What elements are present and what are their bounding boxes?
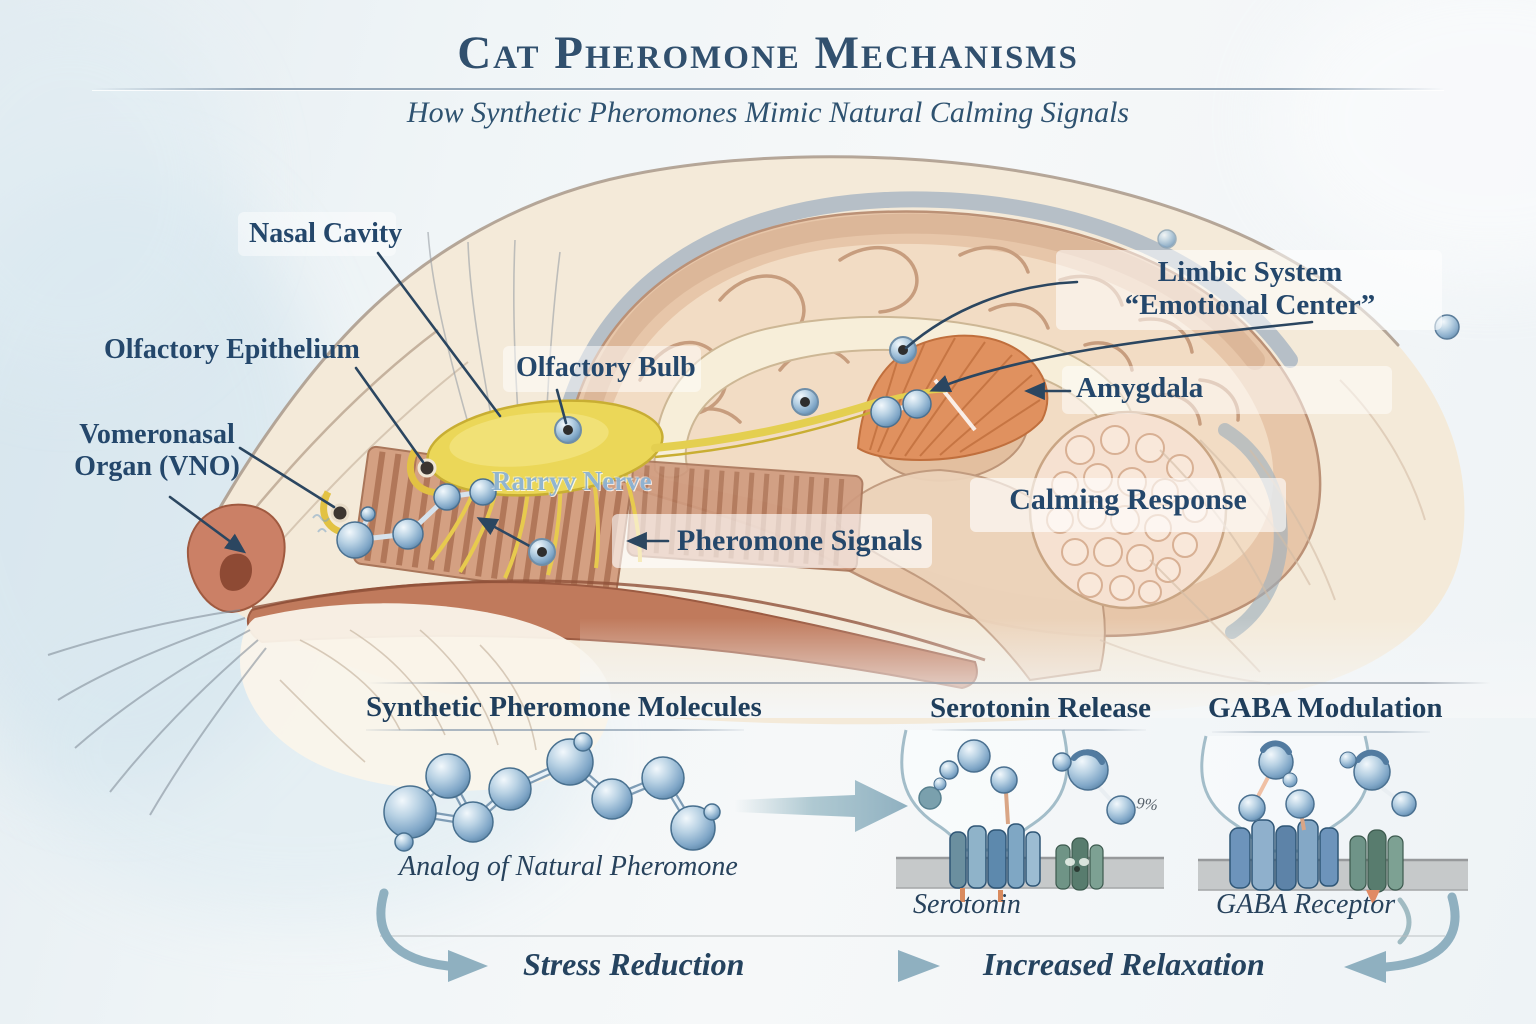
leader-limbic-system [904,280,1079,350]
pheromone-molecule-chain [312,478,536,559]
caption-gaba-receptor: GABA Receptor [1216,889,1396,920]
label-pheromone-signals: Pheromone Signals [677,524,923,557]
underline-gaba [1212,731,1430,733]
label-vno-line1: Vomeronasal [79,419,235,450]
serotonin-receptor [949,823,1041,889]
label-limbic-line2: “Emotional Center” [1124,289,1376,322]
heading-synthetic-molecules: Synthetic Pheromone Molecules [366,691,762,723]
section-divider [368,682,1490,684]
underline-synthetic-molecules [366,729,744,731]
transporter-protein-green [1055,837,1104,891]
signal-pathway-nodes [330,229,1460,566]
molecule-to-synapse-arrow [735,780,908,832]
leader-nasal-cavity [376,251,502,418]
curved-arrow-left [376,888,453,971]
gaba-molecules [1238,740,1417,831]
leader-amygdala-curve [929,320,1314,392]
label-nasal-cavity: Nasal Cavity [249,218,403,249]
label-limbic-line1: Limbic System [1157,256,1343,288]
label-olfactory-bulb: Olfactory Bulb [516,352,696,383]
heading-serotonin-release: Serotonin Release [930,692,1151,724]
illustration-fade [580,618,1536,718]
gaba-synapse [1198,735,1468,945]
page-subtitle: How Synthetic Pheromones Mimic Natural C… [406,96,1130,129]
title-rule [92,88,1444,90]
caption-analog-pheromone: Analog of Natural Pheromone [399,851,738,882]
serotonin-synapse: 9% [896,729,1164,902]
serotonin-annotation: 9% [1136,795,1159,814]
label-amygdala: Amygdala [1076,372,1204,404]
label-limbic-system: Limbic System “Emotional Center” [1058,256,1442,323]
caption-serotonin: Serotonin [913,889,1021,920]
serotonin-molecules [918,739,1136,825]
underline-serotonin [932,729,1146,731]
label-calming-response: Calming Response [1009,483,1247,516]
gaba-transporter-green [1349,829,1404,893]
leader-olfactory-epithelium [354,366,425,464]
flow-arrows [376,888,1460,983]
gaba-receptor-protein [1229,819,1339,891]
leader-olfactory-bulb [555,388,568,425]
label-vno-line2: Organ (VNO) [74,451,240,483]
curved-arrow-right [1381,892,1460,972]
flow-step-stress-reduction: Stress Reduction [523,946,745,982]
synthetic-molecule-model [383,732,721,852]
whiskers [47,609,267,816]
leader-vno-nose [168,495,247,554]
limbic-fan [856,334,1049,462]
heading-gaba-modulation: GABA Modulation [1208,692,1443,724]
label-bands [238,212,1442,568]
leader-lines [168,251,1314,554]
label-vomeronasal-organ: Vomeronasal Organ (VNO) [62,419,252,483]
label-olfactory-epithelium: Olfactory Epithelium [104,334,360,365]
leader-vno-organ [238,446,336,509]
page-title: Cat Pheromone Mechanisms [457,27,1079,79]
label-nerve-watermark: Rarryv Nerve [492,466,652,496]
flow-step-increased-relaxation: Increased Relaxation [983,946,1265,982]
